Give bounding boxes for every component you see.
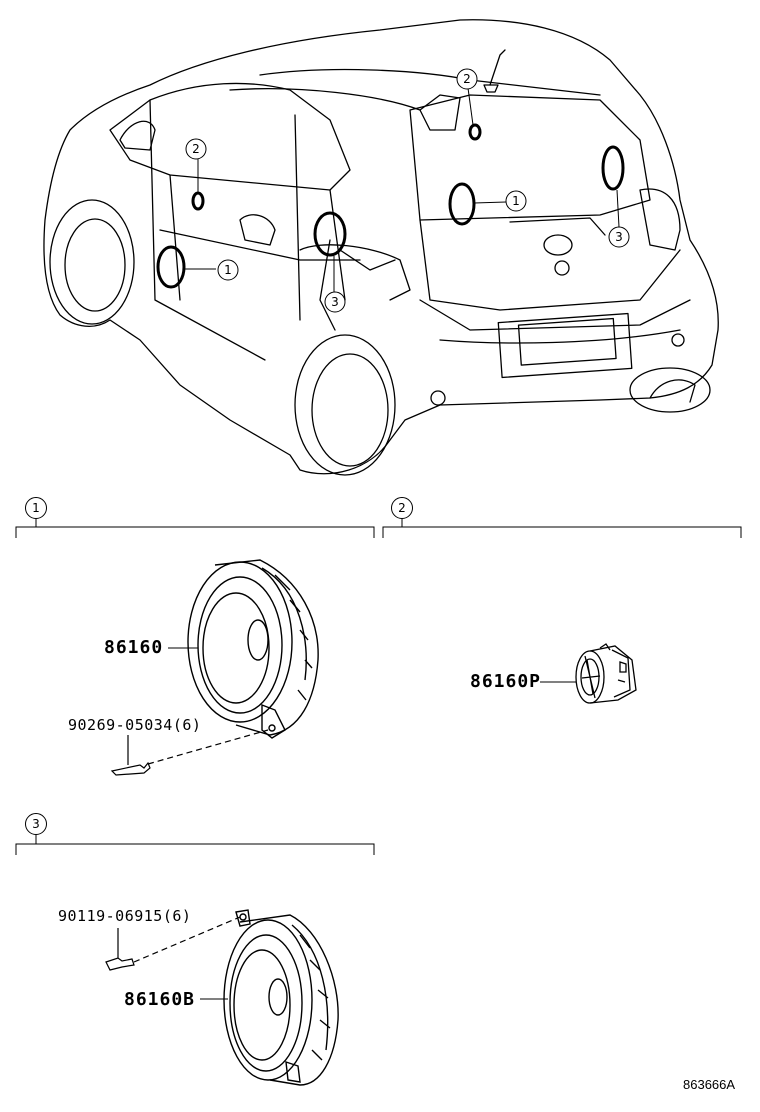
- callout-2-front: [185, 138, 207, 160]
- side-window: [109, 82, 351, 191]
- callout-1-front: [217, 259, 239, 281]
- speaker-ring-front-tweeter: [191, 191, 205, 211]
- speaker-ring-rear-tweeter: [468, 123, 482, 141]
- diagram-code: 863666A: [683, 1077, 736, 1092]
- part-label-tweeter: 86160P: [470, 671, 542, 692]
- car-body-outline: [43, 19, 719, 475]
- license-plate: [497, 312, 633, 379]
- part-label-front-speaker: 86160: [104, 637, 164, 658]
- callout-3-rear-door: [324, 291, 346, 313]
- callout-text: 3: [331, 295, 339, 309]
- section-3-bracket: [15, 843, 375, 855]
- right-rear-wheel: [629, 367, 711, 413]
- part-label-rear-speaker: 86160B: [124, 989, 196, 1010]
- section-number-1: 1: [25, 497, 47, 519]
- front-speaker-drawing: [187, 559, 319, 739]
- section-1-bracket: [15, 526, 375, 538]
- callout-text: 2: [192, 142, 200, 156]
- part-label-rear-speaker-screw: 90119-06915(6): [58, 907, 192, 925]
- rear-window: [409, 94, 651, 221]
- callout-3-rear: [608, 226, 630, 248]
- callout-text: 1: [512, 194, 520, 208]
- callout-text: 3: [615, 230, 623, 244]
- callout-1-hatch: [505, 190, 527, 212]
- front-wheel: [49, 199, 135, 325]
- speaker-ring-rear-door: [313, 211, 347, 257]
- rear-speaker-drawing: [223, 909, 339, 1086]
- rear-wheel: [294, 334, 396, 476]
- tweeter-drawing: [575, 643, 637, 704]
- speaker-ring-hatch: [448, 182, 476, 226]
- rear-hatch: [419, 219, 681, 311]
- section-number-3: 3: [25, 813, 47, 835]
- section-2-bracket: [382, 526, 742, 538]
- front-speaker-screw-drawing: [110, 729, 269, 776]
- callout-text: 1: [224, 263, 232, 277]
- rear-speaker-screw-drawing: [105, 916, 241, 971]
- callout-2-rear: [456, 68, 478, 90]
- section-number-2: 2: [391, 497, 413, 519]
- speaker-ring-front-door: [156, 245, 186, 289]
- speaker-ring-rear-right: [601, 145, 625, 191]
- part-label-front-speaker-screw: 90269-05034(6): [68, 716, 202, 734]
- callout-text: 2: [463, 72, 471, 86]
